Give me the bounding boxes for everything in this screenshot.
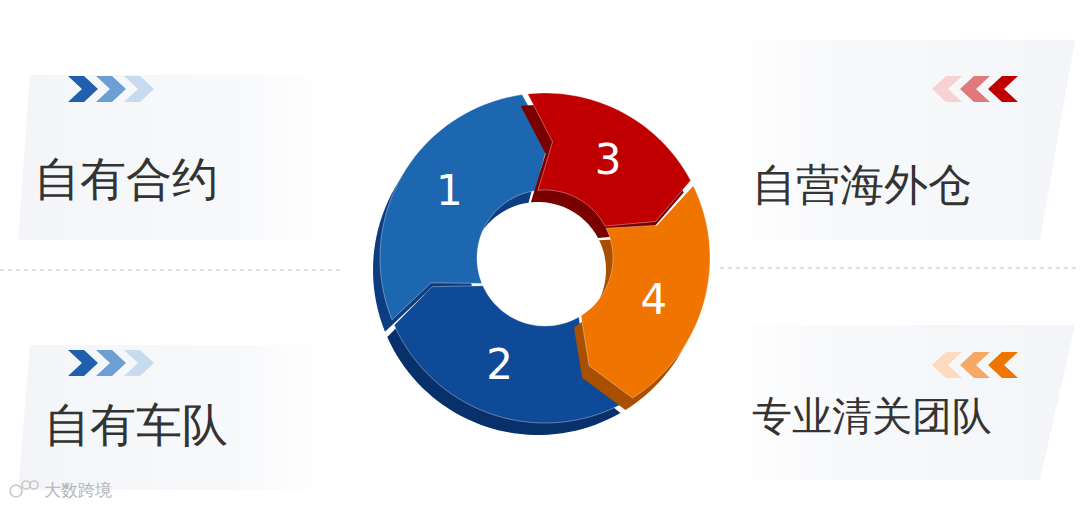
chevron-icon [68, 350, 154, 376]
feature-label: 自有车队 [44, 398, 228, 453]
feature-label: 自有合约 [34, 152, 218, 207]
chevron-icon [68, 76, 154, 102]
chevron-icon [932, 76, 1018, 102]
panel [730, 325, 1075, 480]
segment-number: 1 [419, 167, 479, 215]
feature-label: 自营海外仓 [752, 158, 972, 211]
segment-number: 3 [578, 136, 638, 184]
separator [0, 269, 340, 271]
chevron-icon [932, 352, 1018, 378]
panel [18, 345, 330, 490]
segment-face [581, 186, 710, 398]
label-slot: 自有车队 [44, 398, 228, 453]
panel [730, 40, 1075, 240]
watermark-icon [10, 481, 38, 497]
separator [720, 267, 1080, 269]
feature-label: 专业清关团队 [752, 392, 992, 440]
segment-face [528, 93, 691, 226]
label-slot: 自营海外仓 [752, 158, 972, 211]
ring-segment: 4 [365, 78, 725, 438]
segment-shape [365, 78, 725, 438]
label-slot: 大数跨境 [44, 480, 112, 500]
segment-number: 4 [624, 276, 684, 324]
label-slot: 自有合约 [34, 152, 218, 207]
label-slot: 专业清关团队 [752, 392, 992, 440]
watermark: 大数跨境 [44, 480, 112, 500]
segment-number: 2 [470, 341, 530, 389]
panel [18, 75, 330, 240]
